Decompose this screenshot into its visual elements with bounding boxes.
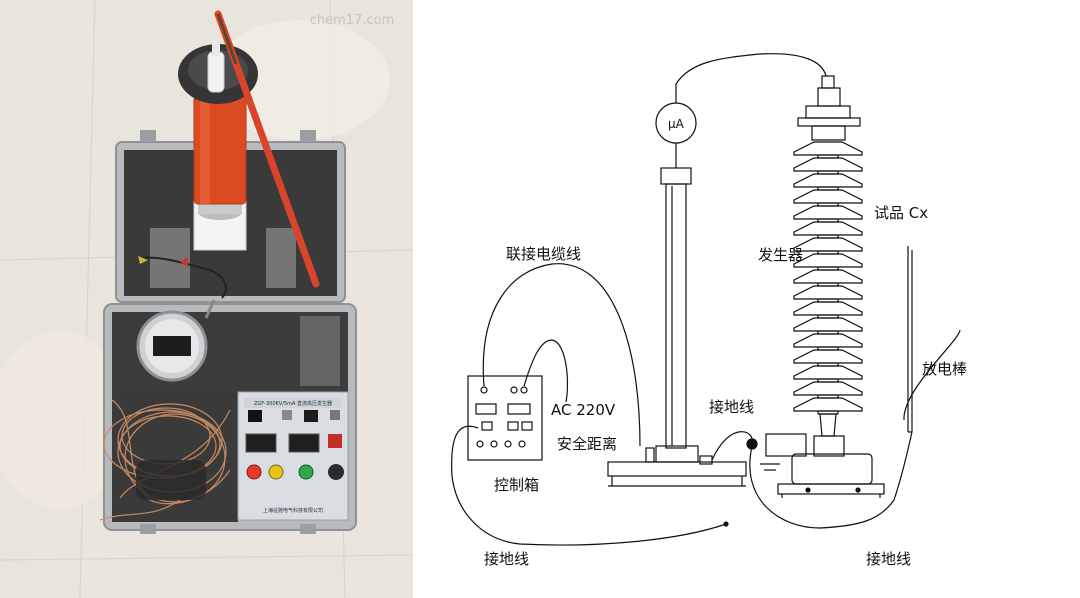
- insulator-shed: [793, 301, 863, 316]
- insulator-shed: [793, 189, 863, 204]
- insulator-shed: [793, 253, 863, 268]
- brand-label: 上海征驰电气科技有限公司: [263, 507, 323, 514]
- insulator-shed: [793, 285, 863, 300]
- insulator-shed: [793, 365, 863, 380]
- product-photo: ZGF-300KV/5mA 直流高压发生器 上海征驰电气科技有限公司 chem1…: [0, 0, 413, 598]
- generator-label: 发生器: [758, 246, 804, 264]
- control-terminal: [520, 386, 528, 394]
- adjust-knob: [328, 464, 344, 480]
- ground-wire-center-label: 接地线: [709, 398, 755, 416]
- wiring-diagram: [451, 53, 961, 546]
- cable-label: 联接电缆线: [506, 245, 582, 263]
- green-button: [298, 464, 314, 480]
- control-switch: [507, 421, 519, 431]
- insulator-shed: [793, 381, 863, 396]
- insulator-shed: [793, 349, 863, 364]
- insulator-shed: [793, 221, 863, 236]
- current-meter-box: [507, 403, 531, 415]
- control-button: [490, 440, 498, 448]
- current-display: [288, 433, 320, 453]
- meter-bracket: [660, 167, 692, 185]
- voltage-display: [245, 433, 277, 453]
- panel-label: ZGF-300KV/5mA 直流高压发生器: [254, 400, 332, 407]
- generator-stack: [797, 75, 861, 141]
- voltage-meter-box: [475, 403, 497, 415]
- control-button: [518, 440, 526, 448]
- insulator-shed: [793, 141, 863, 156]
- ground-wire-left-label: 接地线: [484, 550, 530, 568]
- cable-terminal: [480, 386, 488, 394]
- connection-cable: [482, 263, 641, 447]
- generator-base: [791, 453, 873, 485]
- insulator-shed: [793, 237, 863, 252]
- test-object-label: 试品 Cx: [874, 204, 929, 222]
- ac-supply-label: AC 220V: [551, 401, 616, 419]
- ground-wire-right-label: 接地线: [866, 550, 912, 568]
- insulator-shed: [793, 333, 863, 348]
- insulator-shed: [793, 205, 863, 220]
- insulator-shed: [793, 173, 863, 188]
- insulating-platform: [607, 461, 747, 477]
- support-pole: [665, 183, 687, 449]
- insulator-shed: [793, 317, 863, 332]
- control-button: [504, 440, 512, 448]
- insulator-shed: [793, 269, 863, 284]
- red-button: [246, 464, 262, 480]
- control-terminal: [510, 386, 518, 394]
- insulator-sheds: [793, 141, 863, 415]
- control-box: [467, 375, 543, 461]
- insulator-shed: [793, 397, 863, 412]
- control-switch: [481, 421, 493, 431]
- microammeter-label: μA: [668, 117, 684, 131]
- watermark: chem17.com: [310, 13, 395, 28]
- indicator-lamp: [328, 434, 342, 448]
- control-switch: [521, 421, 533, 431]
- insulator-shed: [793, 157, 863, 172]
- safety-distance-label: 安全距离: [557, 435, 618, 453]
- control-button: [476, 440, 484, 448]
- control-box-label: 控制箱: [494, 476, 540, 494]
- discharge-rod-label: 放电棒: [922, 360, 968, 378]
- power-socket: [248, 410, 262, 422]
- yellow-button: [268, 464, 284, 480]
